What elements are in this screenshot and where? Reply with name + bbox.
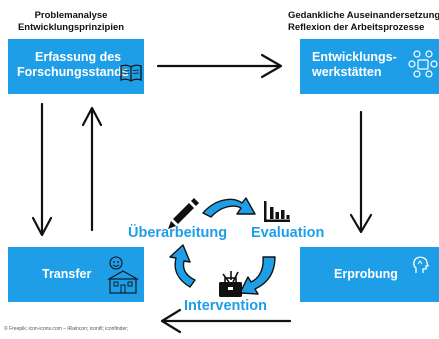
header-left: Problemanalyse Entwicklungsprinzipien bbox=[0, 10, 142, 34]
box-erprobung-label: Erprobung bbox=[334, 267, 398, 281]
header-right-line-2: Reflexion der Arbeitsprozesse bbox=[288, 22, 425, 33]
cycle-label-ueberarbeitung: Überarbeitung bbox=[128, 225, 228, 241]
cycle-arrow-to-intervention bbox=[239, 256, 276, 295]
image-credits: © Freepik; icon-icons.com – iRaincon; ic… bbox=[4, 326, 129, 332]
box-erfassung-line-1: Erfassung des bbox=[35, 50, 122, 64]
team-workshop-icon bbox=[408, 50, 438, 78]
arrow-top-right-head bbox=[260, 53, 283, 79]
header-right-line-1: Gedankliche Auseinandersetzung bbox=[288, 10, 439, 21]
box-werkstaetten-line-2: werkstätten bbox=[312, 65, 382, 79]
book-icon bbox=[120, 64, 142, 82]
arrow-left-down-head bbox=[31, 216, 53, 237]
arrow-bottom-left-head bbox=[160, 308, 182, 334]
cycle-arrow-to-ueberarbeitung bbox=[169, 244, 196, 288]
box-erprobung: Erprobung bbox=[300, 247, 439, 302]
arrow-right-down-head bbox=[349, 213, 373, 234]
cycle-arrow-to-evaluation bbox=[202, 197, 256, 218]
box-erfassung: Erfassung des Forschungsstands bbox=[8, 39, 144, 94]
cycle-label-evaluation: Evaluation bbox=[251, 225, 325, 241]
header-left-line-1: Problemanalyse bbox=[34, 10, 108, 21]
box-transfer-label: Transfer bbox=[42, 267, 92, 281]
arrow-left-up-head bbox=[81, 106, 103, 127]
box-erfassung-line-2: Forschungsstands bbox=[17, 65, 129, 79]
header-right: Gedankliche Auseinandersetzung Reflexion… bbox=[284, 10, 439, 34]
bar-chart-icon bbox=[264, 201, 290, 222]
box-werkstaetten-line-1: Entwicklungs- bbox=[312, 50, 397, 64]
school-building-icon bbox=[106, 256, 140, 294]
header-left-line-2: Entwicklungsprinzipien bbox=[17, 22, 125, 33]
pencil-icon bbox=[168, 198, 199, 229]
cycle-label-intervention: Intervention bbox=[184, 298, 267, 314]
mindset-head-icon bbox=[413, 256, 429, 273]
box-entwicklungswerkstaetten: Entwicklungs- werkstätten bbox=[300, 39, 439, 94]
box-transfer: Transfer bbox=[8, 247, 144, 302]
toolbox-icon bbox=[219, 271, 242, 297]
